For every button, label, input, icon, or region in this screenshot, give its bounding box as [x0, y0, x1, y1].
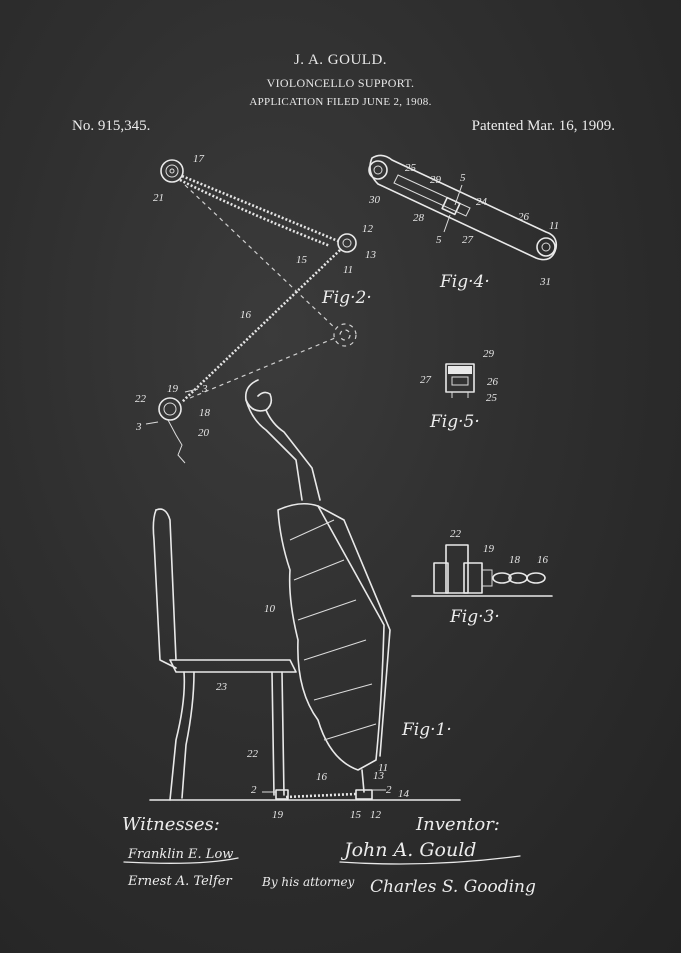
- fig4-label: 5: [436, 234, 442, 246]
- fig1-label: 16: [316, 771, 328, 783]
- fig3-label: 22: [450, 528, 462, 540]
- fig2-label: 3: [201, 383, 208, 395]
- fig2-label: 3: [135, 421, 142, 433]
- patent-title: VIOLONCELLO SUPPORT.: [266, 76, 415, 90]
- fig4-label: 28: [413, 212, 425, 224]
- fig4-caption: Fig·4·: [439, 272, 490, 292]
- fig4-label: 27: [462, 234, 474, 246]
- fig2-label: 16: [240, 309, 252, 321]
- fig2-label: 19: [167, 383, 179, 395]
- figure-1-labels: 10 23 22 13 11 2 16 2 14 19 15 12 Fig·1·: [216, 603, 452, 821]
- fig2-label: 20: [198, 427, 210, 439]
- fig1-label: 11: [378, 762, 388, 774]
- fig2-caption: Fig·2·: [321, 288, 372, 308]
- patent-date: Patented Mar. 16, 1909.: [471, 118, 615, 134]
- figure-2-drawing: [145, 159, 357, 464]
- figure-3-labels: 22 19 18 16 Fig·3·: [449, 528, 549, 627]
- inventor-label: Inventor:: [415, 814, 500, 835]
- fig2-label: 18: [199, 407, 211, 419]
- attorney-signature: Charles S. Gooding: [370, 877, 536, 897]
- fig5-caption: Fig·5·: [429, 412, 480, 432]
- fig5-label: 27: [420, 374, 432, 386]
- fig1-label: 2: [251, 784, 257, 796]
- fig4-label: 5: [460, 172, 466, 184]
- fig4-label: 29: [430, 174, 442, 186]
- fig1-label: 12: [370, 809, 382, 821]
- fig2-label: 11: [343, 264, 353, 276]
- fig2-label: 12: [362, 223, 374, 235]
- witness-signature-1: Franklin E. Low: [127, 847, 233, 862]
- figure-5-drawing: [445, 363, 475, 398]
- fig3-label: 16: [537, 554, 549, 566]
- fig4-label: 30: [368, 194, 381, 206]
- fig4-label: 26: [518, 211, 530, 223]
- fig2-label: 17: [193, 153, 205, 165]
- inventor-name: J. A. GOULD.: [293, 52, 388, 68]
- fig1-label: 22: [247, 748, 259, 760]
- figure-3-drawing: [411, 544, 553, 597]
- figure-5-labels: 29 27 26 25 Fig·5·: [420, 348, 499, 432]
- fig5-label: 25: [486, 392, 498, 404]
- application-filed: APPLICATION FILED JUNE 2, 1908.: [249, 96, 432, 108]
- figure-4-labels: 25 29 5 30 28 24 26 11 5 27 31 Fig·4·: [368, 162, 559, 292]
- figure-2-labels: 17 21 12 13 15 11 16 19 22 3 18 3 20 Fig…: [135, 153, 377, 439]
- attorney-prefix: By his attorney: [261, 875, 355, 889]
- fig3-label: 19: [483, 543, 495, 555]
- fig5-label: 26: [487, 376, 499, 388]
- inventor-signature: John A. Gould: [340, 839, 476, 861]
- fig1-label: 10: [264, 603, 276, 615]
- fig2-label: 22: [135, 393, 147, 405]
- figure-4-drawing: [368, 154, 558, 261]
- fig3-label: 18: [509, 554, 521, 566]
- fig4-label: 31: [539, 276, 551, 288]
- fig1-label: 15: [350, 809, 362, 821]
- fig4-label: 24: [476, 196, 488, 208]
- fig2-label: 21: [153, 192, 164, 204]
- patent-number: No. 915,345.: [72, 118, 151, 134]
- fig1-caption: Fig·1·: [401, 720, 452, 740]
- fig4-label: 11: [549, 220, 559, 232]
- fig1-label: 13: [373, 770, 385, 782]
- fig1-label: 2: [386, 784, 392, 796]
- figure-1-drawing: [149, 379, 461, 801]
- fig4-label: 25: [405, 162, 417, 174]
- fig5-label: 29: [483, 348, 495, 360]
- footer: Witnesses: Inventor: Franklin E. Low Ern…: [122, 814, 536, 897]
- fig3-caption: Fig·3·: [449, 607, 500, 627]
- fig1-label: 14: [398, 788, 410, 800]
- fig2-label: 15: [296, 254, 308, 266]
- fig1-label: 19: [272, 809, 284, 821]
- fig1-label: 23: [216, 681, 228, 693]
- witnesses-label: Witnesses:: [122, 814, 220, 835]
- witness-signature-2: Ernest A. Telfer: [127, 874, 232, 889]
- fig2-label: 13: [365, 249, 377, 261]
